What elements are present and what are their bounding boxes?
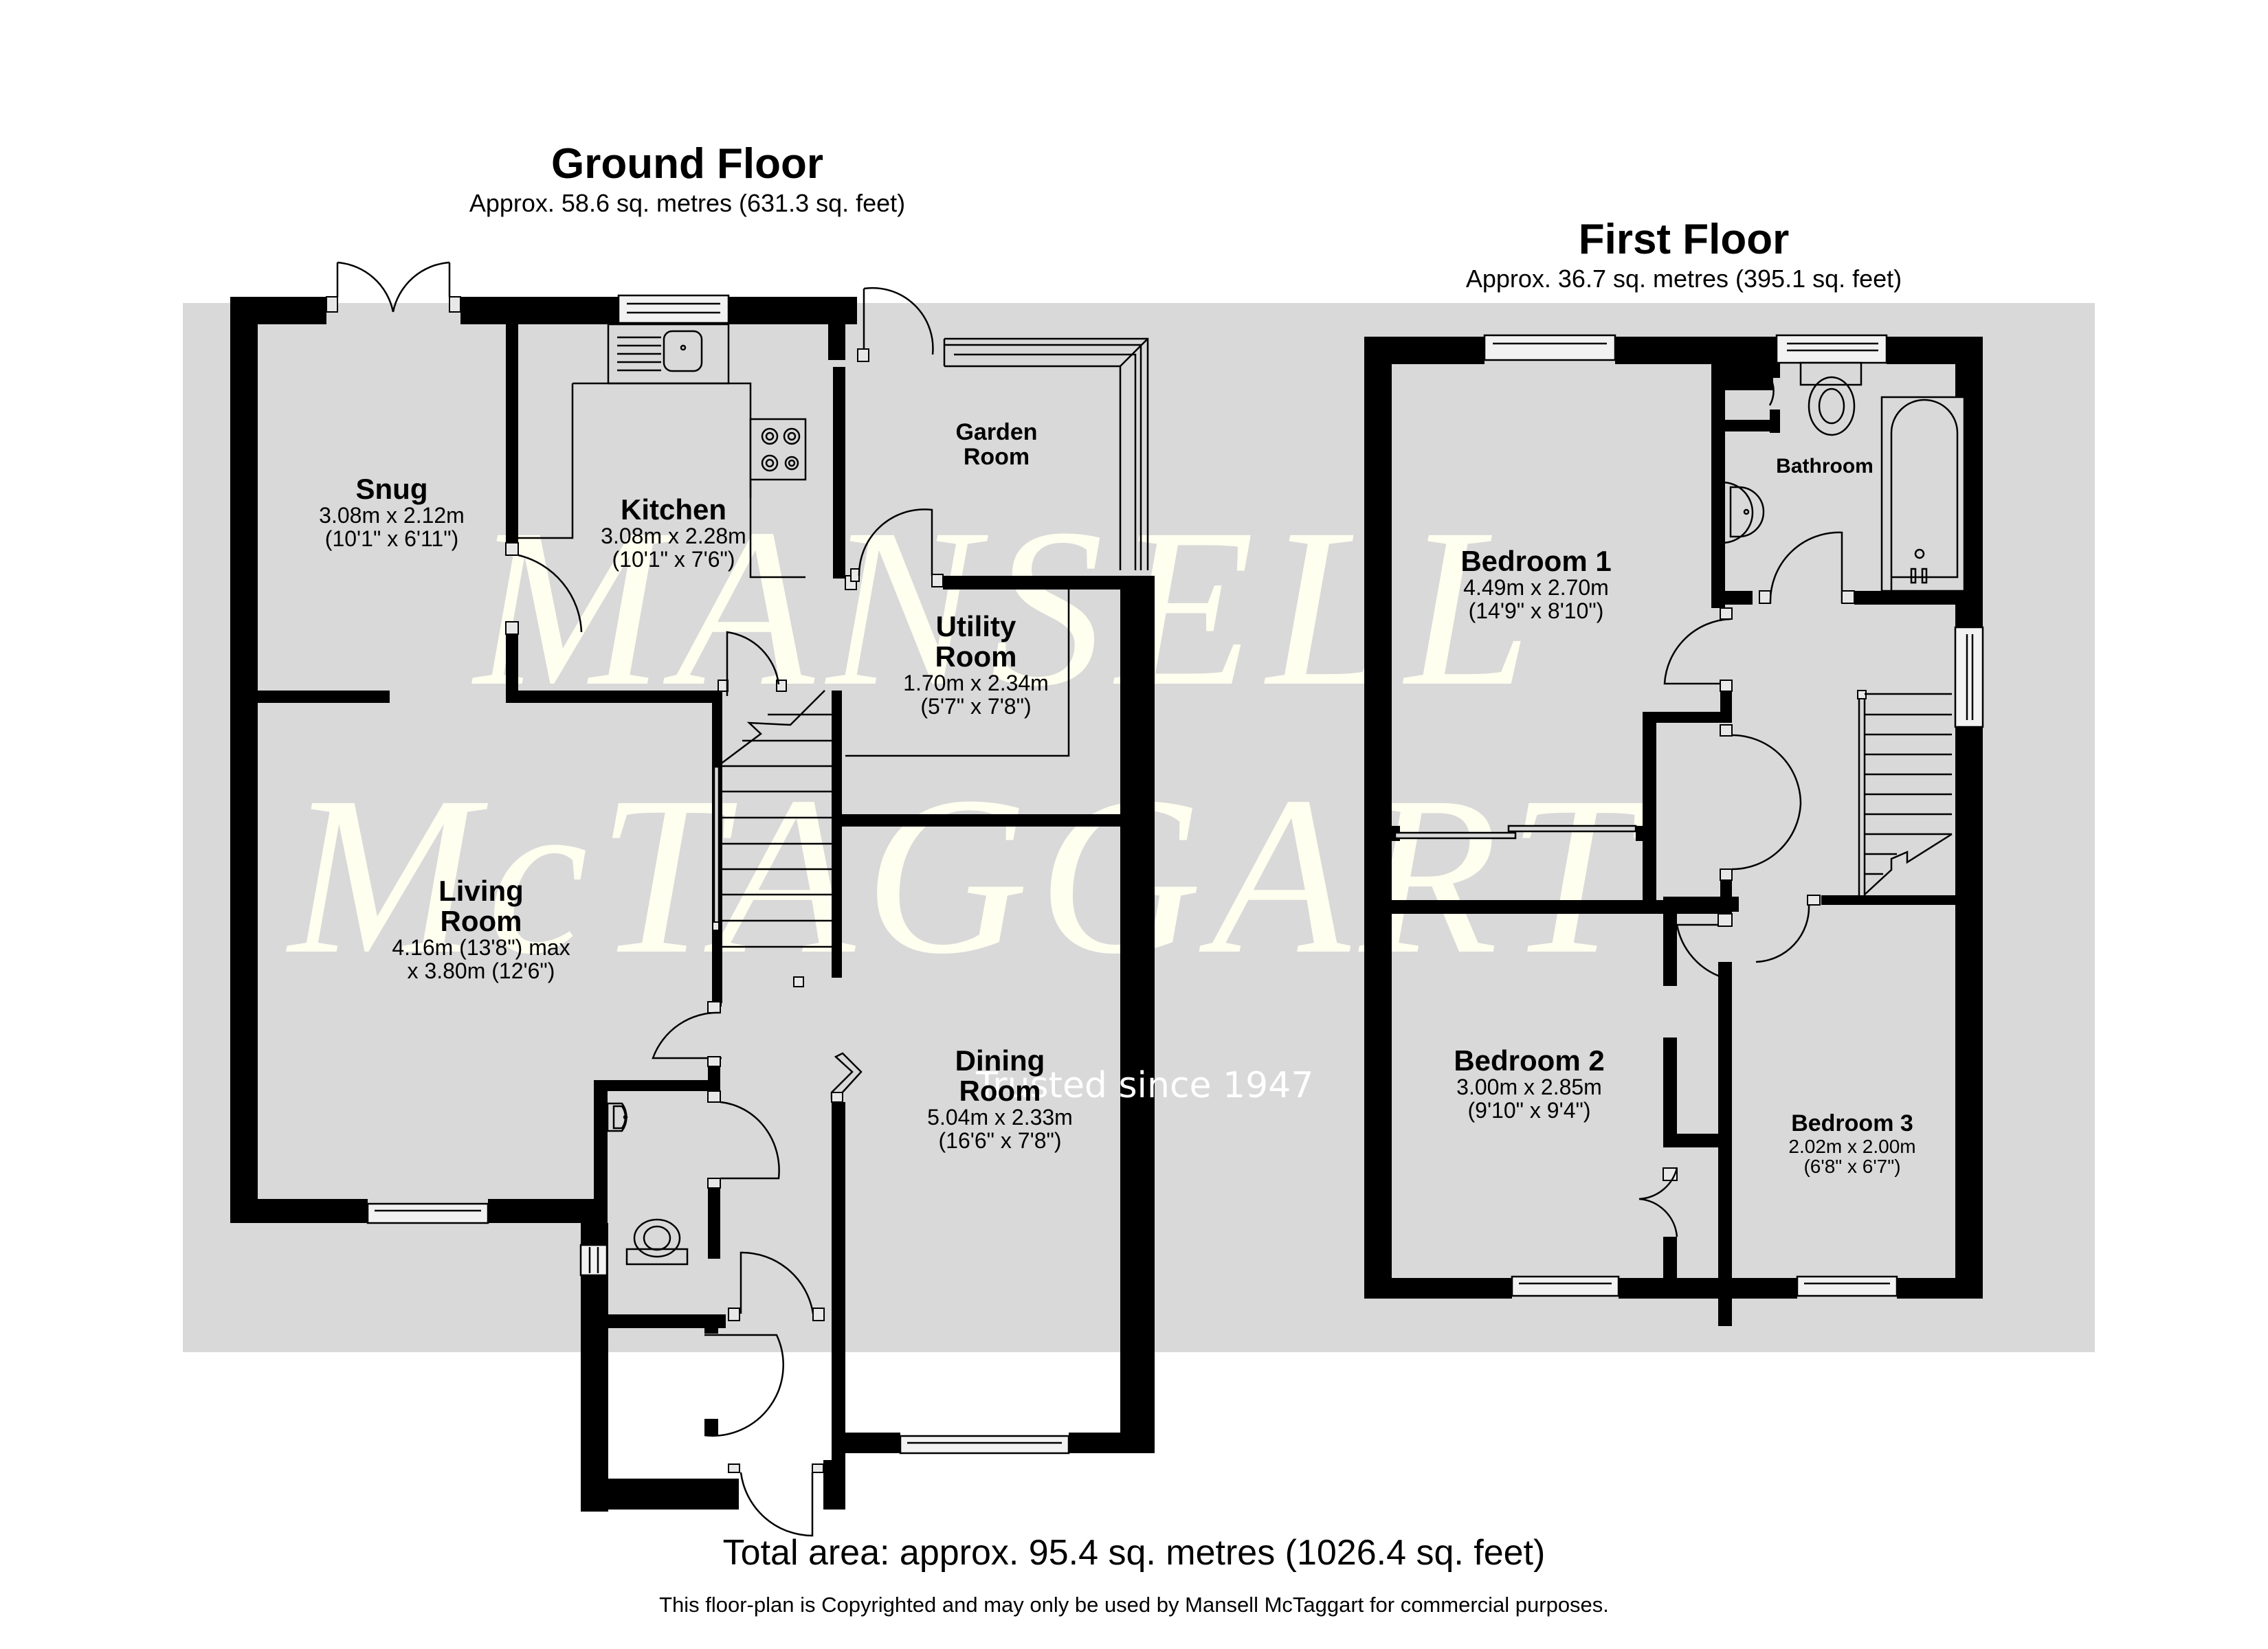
room-name: Bedroom 1 [1460, 545, 1612, 577]
room-dimensions-imperial: (9'10" x 9'4") [1467, 1097, 1591, 1123]
watermark-line-1: MANSELL [474, 482, 1544, 733]
room-label-snug: Snug 3.08m x 2.12m (10'1" x 6'11") [282, 473, 502, 551]
room-dimensions-imperial: (6'8" x 6'7") [1803, 1156, 1901, 1178]
bedroom-1-window-icon [1483, 334, 1616, 361]
ground-floor-title: Ground Floor [551, 140, 824, 188]
first-floor-title: First Floor [1578, 216, 1790, 263]
room-label-bedroom-2: Bedroom 2 3.00m x 2.85m (9'10" x 9'4") [1430, 1044, 1629, 1123]
room-label-dining-room: Dining Room 5.04m x 2.33m (16'6" x 7'8") [893, 1044, 1107, 1153]
room-name: Bathroom [1776, 455, 1874, 478]
room-label-garden-room: Garden Room [907, 420, 1086, 469]
watermark-tagline: Trusted since 1947 [976, 1065, 1314, 1106]
room-name-line-2: Room [959, 1075, 1041, 1108]
total-area: Total area: approx. 95.4 sq. metres (102… [722, 1533, 1546, 1573]
room-dimensions-metric: 2.02m x 2.00m [1788, 1135, 1916, 1157]
first-floor-staircase-icon [1857, 690, 1953, 898]
room-label-bedroom-3: Bedroom 3 2.02m x 2.00m (6'8" x 6'7") [1759, 1110, 1945, 1178]
copyright-notice: This floor-plan is Copyrighted and may o… [659, 1593, 1609, 1617]
landing-window-icon [1954, 626, 1984, 728]
room-label-bathroom: Bathroom [1746, 456, 1904, 478]
room-label-kitchen: Kitchen 3.08m x 2.28m (10'1" x 7'6") [564, 493, 783, 572]
kitchen-window-icon [617, 294, 730, 324]
bathroom-window-icon [1775, 334, 1888, 364]
bathroom-toilet-icon [1799, 361, 1863, 436]
room-name-line-2: Room [440, 905, 522, 938]
room-label-bedroom-1: Bedroom 1 4.49m x 2.70m (14'9" x 8'10") [1436, 546, 1636, 622]
bedroom-2-window-icon [1511, 1275, 1620, 1297]
room-dimensions-metric: 3.08m x 2.12m [319, 503, 465, 528]
room-dimensions-metric: 4.49m x 2.70m [1463, 575, 1609, 601]
room-dimensions-metric: 5.04m x 2.33m [927, 1105, 1073, 1130]
bathroom-basin-icon [1722, 481, 1765, 544]
room-name-line-1: Dining [955, 1044, 1045, 1077]
room-name: Bedroom 3 [1791, 1110, 1913, 1136]
room-dimensions-line-2: x 3.80m (12'6") [407, 958, 555, 983]
room-dimensions-imperial: (10'1" x 6'11") [324, 526, 459, 551]
first-floor-plan [1364, 334, 1984, 1326]
room-dimensions-imperial: (16'6" x 7'8") [938, 1128, 1062, 1153]
bathtub-icon [1880, 396, 1966, 598]
room-dimensions-imperial: (5'7" x 7'8") [920, 693, 1032, 719]
wc-basin-icon [606, 1102, 628, 1132]
room-name-line-1: Living [438, 875, 524, 907]
wc-toilet-icon [625, 1218, 689, 1266]
ground-floor-plan [230, 261, 1155, 1537]
living-room-window-icon [366, 1202, 489, 1224]
sink-icon [617, 330, 703, 372]
bedroom-3-window-icon [1796, 1275, 1898, 1297]
room-dimensions-imperial: (10'1" x 7'6") [612, 546, 735, 572]
room-dimensions-metric: 3.08m x 2.28m [601, 524, 746, 549]
bathroom-cupboard-door-icon [1725, 376, 1780, 433]
room-name: Snug [355, 473, 428, 505]
room-label-utility-room: Utility Room 1.70m x 2.34m (5'7" x 7'8") [873, 610, 1079, 719]
room-dimensions-line-1: 4.16m (13'8") max [392, 935, 570, 961]
hob-icon [761, 427, 801, 472]
room-label-living-room: Living Room 4.16m (13'8") max x 3.80m (1… [357, 875, 605, 983]
garden-room-window-icon [943, 337, 1149, 570]
staircase-icon [712, 631, 842, 1003]
room-name-line-1: Utility [935, 610, 1016, 642]
room-name-line-2: Room [963, 443, 1030, 470]
watermark-line-2: McTAGGART [289, 750, 1644, 1001]
room-name-line-2: Room [935, 640, 1017, 673]
room-name: Kitchen [620, 493, 726, 526]
room-dimensions-imperial: (14'9" x 8'10") [1468, 598, 1604, 623]
room-dimensions-metric: 3.00m x 2.85m [1456, 1075, 1602, 1100]
dining-room-window-icon [899, 1435, 1070, 1455]
room-name-line-1: Garden [955, 419, 1038, 445]
room-dimensions-metric: 1.70m x 2.34m [903, 671, 1049, 696]
ground-floor-area: Approx. 58.6 sq. metres (631.3 sq. feet) [469, 189, 906, 217]
first-floor-area: Approx. 36.7 sq. metres (395.1 sq. feet) [1465, 265, 1902, 293]
bedroom-2-wardrobe-door-icon [1638, 1167, 1678, 1237]
bedroom-1-wardrobe-icon [1392, 824, 1644, 841]
room-name: Bedroom 2 [1454, 1044, 1605, 1077]
french-door-icon [326, 261, 461, 313]
wc-window-icon [579, 1244, 608, 1277]
